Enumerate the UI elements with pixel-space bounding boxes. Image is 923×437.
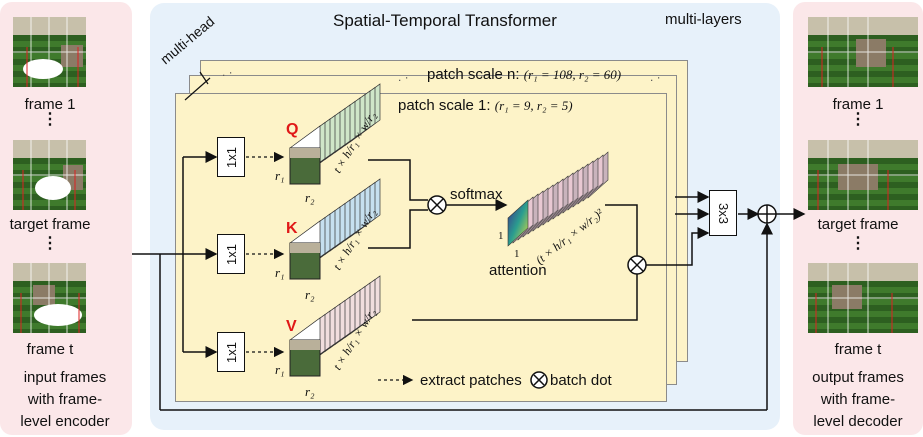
dots-right: . · — [650, 70, 661, 84]
softmax-label: softmax — [450, 186, 503, 203]
output-target-label: target frame — [817, 216, 899, 233]
legend-graphics — [378, 371, 548, 389]
output-caption-line3: level decoder — [813, 413, 903, 430]
extract-arrows — [246, 151, 285, 358]
output-ellipsis-1: ⋮ — [850, 111, 866, 128]
output-caption: output frames with frame- level decoder — [793, 367, 923, 433]
qkv-tensors — [289, 83, 381, 377]
tensor-stack-q — [289, 83, 381, 185]
output-framet-label: frame t — [834, 341, 882, 358]
q-r1: r₁ — [275, 168, 285, 183]
conv-1x1-v: 1x1 — [217, 332, 245, 372]
k-r1: r₁ — [275, 265, 285, 280]
conv-1x1-k-label: 1x1 — [223, 243, 239, 265]
attn-dim-one-left: 1 — [498, 230, 504, 242]
attention-tensor — [507, 151, 609, 247]
dots-left: . · — [398, 70, 409, 84]
conv-3x3: 3x3 — [709, 190, 737, 236]
attn-dim-one-bottom: 1 — [514, 248, 520, 260]
output-caption-line1: output frames — [812, 369, 904, 386]
conv-1x1-q-label: 1x1 — [223, 146, 239, 168]
patch-scale-1-label: patch scale 1: — [398, 97, 491, 114]
patch-scale-1-title: patch scale 1: (r₁ = 9, r₂ = 5) — [398, 97, 573, 114]
q-label: Q — [286, 121, 299, 138]
k-label: K — [286, 220, 298, 237]
v-r1: r₁ — [275, 362, 285, 377]
input-ellipsis-1: ⋮ — [42, 111, 58, 128]
input-caption-line1: input frames — [23, 369, 107, 386]
input-ellipsis-2: ⋮ — [42, 235, 58, 252]
dots-top: . · — [222, 65, 233, 79]
patch-scale-1-card — [175, 93, 667, 402]
input-frame1-label: frame 1 — [24, 96, 76, 113]
output-frame1-label: frame 1 — [832, 96, 884, 113]
input-target-label: target frame — [9, 216, 91, 233]
patch-scale-n-label: patch scale n: — [427, 66, 520, 83]
input-framet-label: frame t — [26, 341, 74, 358]
input-arrows — [132, 151, 773, 411]
k-r2: r₂ — [305, 287, 315, 302]
conv-1x1-v-label: 1x1 — [223, 341, 239, 363]
transformer-title: Spatial-Temporal Transformer — [333, 11, 557, 30]
patch-scale-1-formula: (r₁ = 9, r₂ = 5) — [494, 98, 573, 113]
multi-head-marks — [184, 71, 211, 101]
patch-scale-n-formula: (r₁ = 108, r₂ = 60) — [523, 67, 622, 82]
tensor-stack-k — [289, 178, 381, 280]
legend-batch-label: batch dot — [550, 372, 612, 389]
input-caption-line3: level encoder — [20, 413, 110, 430]
v-label: V — [286, 318, 297, 335]
patch-scale-n-title: patch scale n: (r₁ = 108, r₂ = 60) — [427, 66, 621, 83]
input-frame-images — [13, 17, 86, 333]
output-caption-line2: with frame- — [820, 391, 896, 408]
q-r2: r₂ — [305, 190, 315, 205]
output-ellipsis-2: ⋮ — [850, 235, 866, 252]
multi-layers-label: multi-layers — [665, 11, 742, 28]
v-r2: r₂ — [305, 384, 315, 399]
output-frame-images — [808, 17, 918, 333]
input-caption: input frames with frame- level encoder — [0, 367, 130, 433]
batch-dot-ops — [427, 195, 647, 275]
attention-label: attention — [489, 262, 547, 279]
input-caption-line2: with frame- — [27, 391, 103, 408]
attention-arrows — [368, 159, 806, 321]
conv-3x3-label: 3x3 — [715, 202, 731, 224]
conv-1x1-k: 1x1 — [217, 234, 245, 274]
sum-op — [757, 204, 777, 224]
tensor-stack-v — [289, 275, 381, 377]
legend-extract-label: extract patches — [420, 372, 522, 389]
conv-1x1-q: 1x1 — [217, 137, 245, 177]
